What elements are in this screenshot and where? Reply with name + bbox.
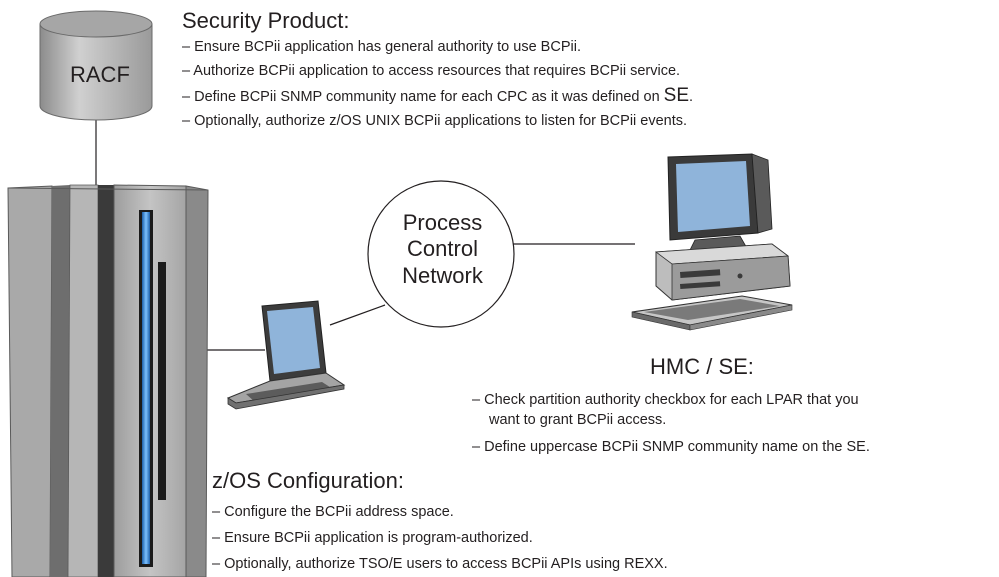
process-control-network-node [367,180,515,328]
security-bullet-1: – Ensure BCPii application has general a… [182,39,581,55]
zos-configuration-heading: z/OS Configuration: [212,468,404,493]
desktop-computer-icon [631,153,793,331]
security-bullet-3-end: . [689,89,694,105]
hmc-bullet-1: – Check partition authority checkbox for… [472,392,859,408]
network-label-line-1: Process [402,210,483,235]
network-label: Process Control Network [400,210,485,289]
hmc-bullet-2: – Define uppercase BCPii SNMP community … [472,439,870,455]
network-label-line-3: Network [402,262,483,288]
security-product-heading: Security Product: [182,8,350,33]
hmc-se-heading: HMC / SE: [650,354,754,379]
laptop-to-network-line [329,304,386,326]
zos-bullet-1: – Configure the BCPii address space. [212,504,454,520]
zos-bullet-3: – Optionally, authorize TSO/E users to a… [212,556,668,572]
security-bullet-2: – Authorize BCPii application to access … [182,63,681,79]
hmc-bullet-1-continued: want to grant BCPii access. [489,412,667,428]
laptop-icon [226,300,346,410]
racf-label: RACF [70,62,130,87]
connectors [95,120,635,351]
mainframe-icon [7,184,209,577]
security-bullet-3-text: – Define BCPii SNMP community name for e… [182,89,664,105]
security-bullet-4: – Optionally, authorize z/OS UNIX BCPii … [182,113,688,129]
zos-bullet-2: – Ensure BCPii application is program-au… [212,530,533,546]
database-icon [39,10,153,121]
security-bullet-3: – Define BCPii SNMP community name for e… [182,86,693,105]
security-bullet-3-se: SE [663,85,690,106]
network-label-line-2: Control [407,236,478,262]
